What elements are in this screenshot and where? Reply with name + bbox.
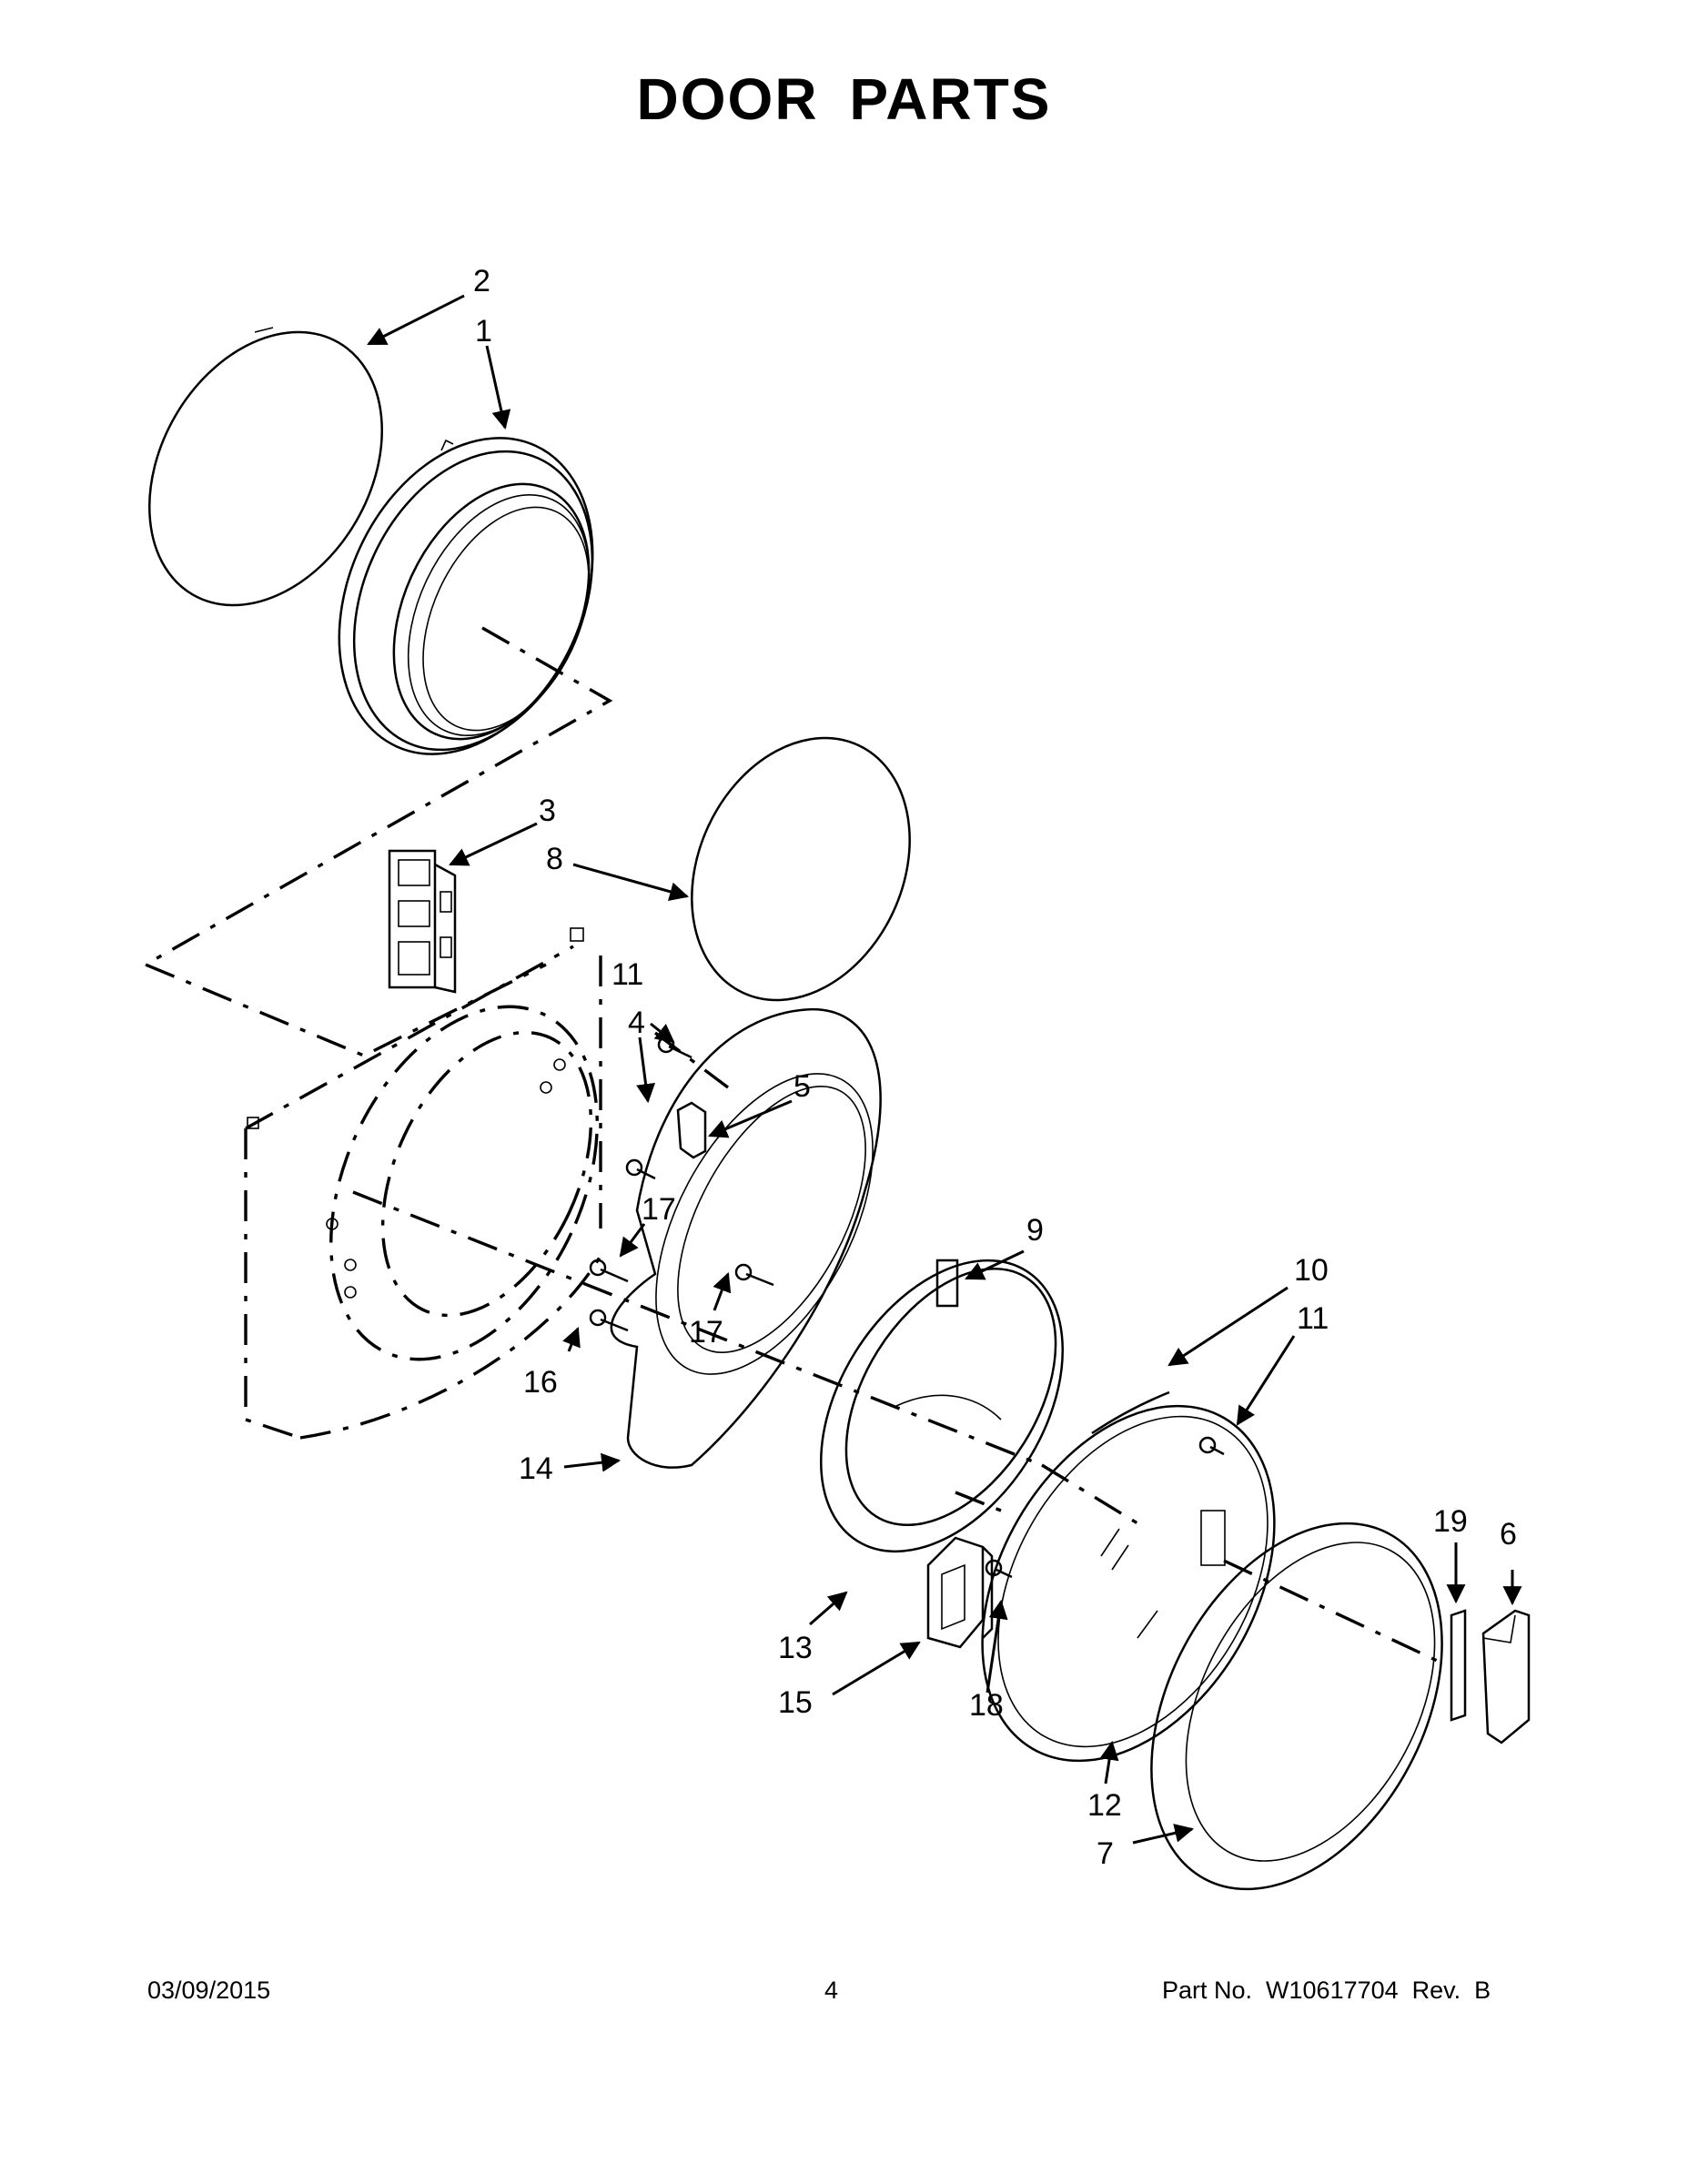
part-6-handle-cover [1481, 1609, 1531, 1744]
callout-4: 4 [628, 1006, 645, 1040]
callout-11b: 11 [1297, 1301, 1329, 1336]
part-13-inner-window [820, 1259, 1064, 1553]
callout-12: 12 [1087, 1788, 1122, 1823]
callout-1: 1 [475, 314, 492, 349]
part-9-clip [935, 1259, 959, 1308]
part-7-door-trim [1150, 1522, 1443, 1891]
callout-3: 3 [539, 794, 556, 828]
callout-5: 5 [793, 1069, 811, 1104]
callout-14: 14 [519, 1451, 553, 1486]
callout-19: 19 [1433, 1504, 1468, 1539]
part-2-outer-glass [148, 327, 383, 607]
footer-page-number: 4 [824, 1977, 839, 2004]
callout-9: 9 [1026, 1213, 1044, 1248]
callout-18: 18 [969, 1688, 1004, 1723]
cabinet-front-panel [244, 927, 602, 1440]
part-10-wire [1091, 1390, 1170, 1435]
footer-date: 03/09/2015 [147, 1977, 271, 2004]
part-3-hinge [388, 849, 457, 994]
assembly-center-lines [142, 626, 1448, 1667]
callout-17a: 17 [642, 1192, 676, 1227]
callout-17b: 17 [689, 1315, 723, 1350]
callout-8: 8 [546, 842, 563, 876]
page-title: DOOR PARTS [636, 66, 1052, 132]
part-5-strike [676, 1101, 707, 1159]
part-14-inner-door-frame [610, 1007, 882, 1469]
callout-15: 15 [778, 1685, 813, 1720]
part-15-handle [926, 1536, 994, 1649]
part-12-outer-door-glass [981, 1404, 1276, 1763]
callout-2: 2 [473, 264, 490, 298]
callout-16: 16 [523, 1365, 558, 1400]
part-1-door-ring [338, 437, 594, 755]
callout-6: 6 [1500, 1517, 1517, 1552]
footer-part-number: Part No. W10617704 Rev. B [1162, 1977, 1491, 2004]
part-8-gasket [691, 736, 911, 1002]
callout-13: 13 [778, 1631, 813, 1665]
part-19-strip [1450, 1609, 1467, 1722]
callout-10: 10 [1294, 1253, 1329, 1288]
callout-7: 7 [1097, 1836, 1114, 1871]
callout-11a: 11 [612, 957, 643, 992]
screws [589, 1036, 1225, 1579]
callout-labels: 2 1 3 8 11 4 5 9 10 11 17 17 16 14 13 15… [473, 264, 1517, 1871]
leader-arrows [367, 294, 1522, 1845]
